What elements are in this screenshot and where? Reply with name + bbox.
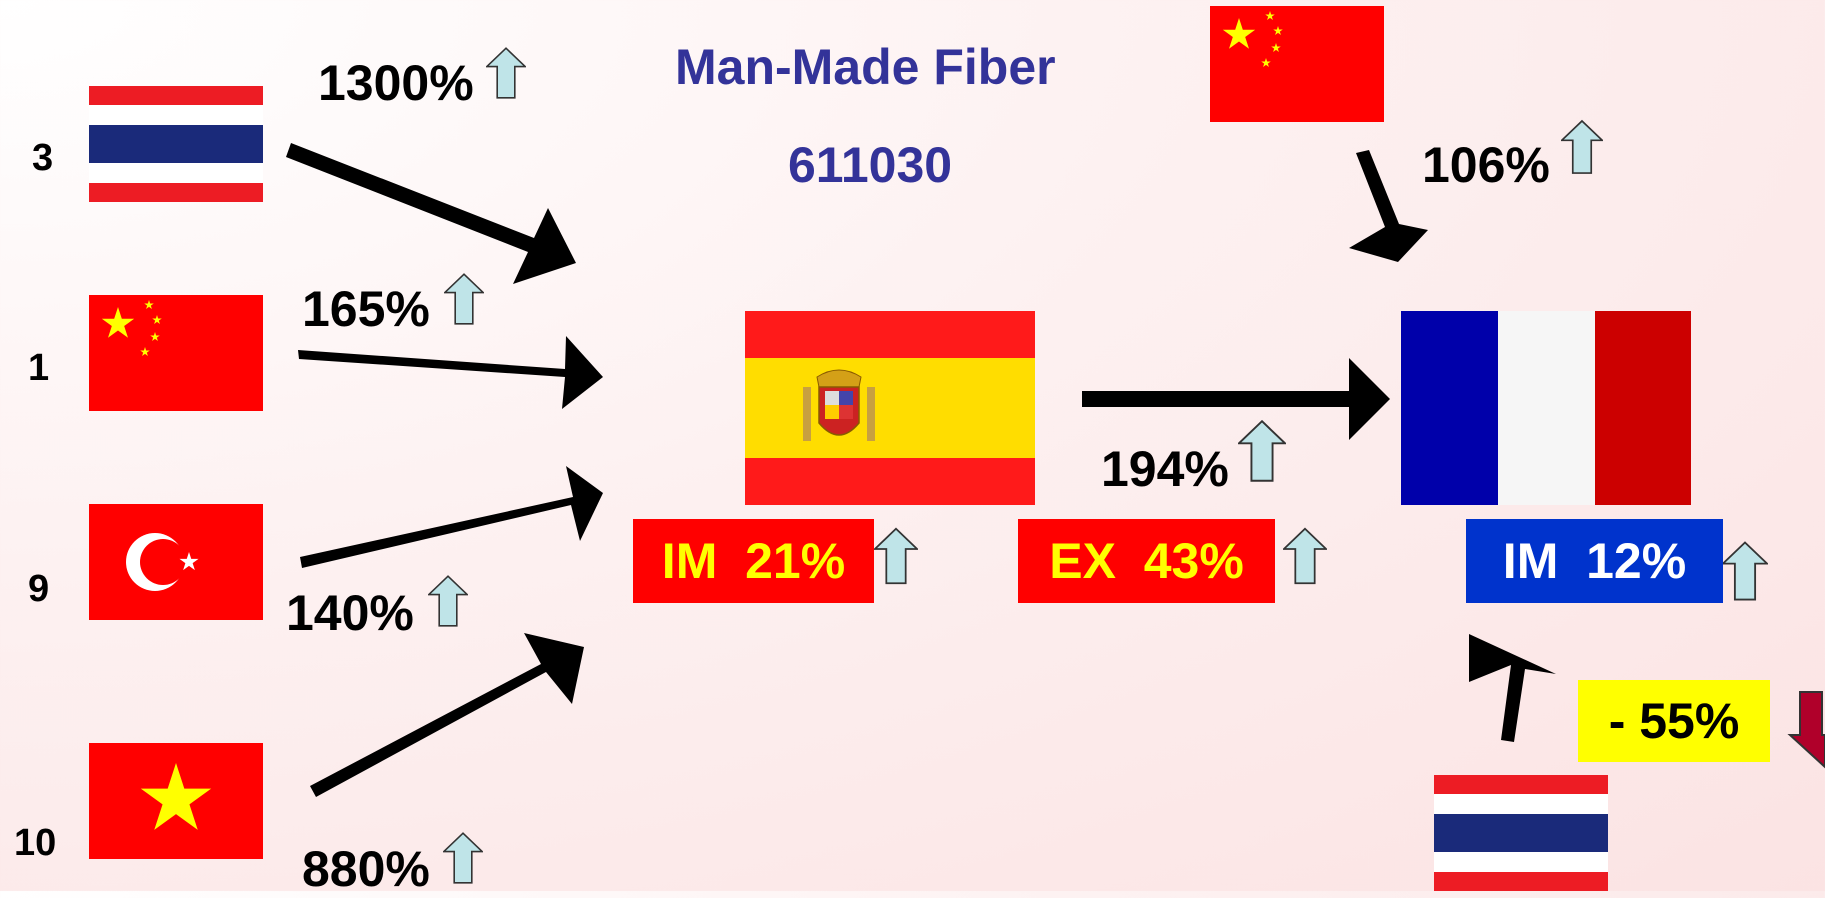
arrow-up-icon: [486, 47, 526, 99]
growth-vietnam-to-spain: 880%: [302, 841, 430, 897]
flow-arrow-turkey-spain: [300, 466, 603, 568]
flow-arrow-thailand-france: [1469, 634, 1556, 742]
arrow-up-icon: [444, 273, 484, 325]
flow-arrow-china-spain: [298, 336, 603, 409]
flag-thailand: [89, 86, 263, 202]
flag-spain: [745, 311, 1035, 505]
spain-export-badge: EX 43%: [1018, 519, 1275, 603]
chart-title: Man-Made Fiber: [675, 39, 1056, 95]
arrow-up-icon: [1561, 119, 1603, 175]
flag-china: [89, 295, 263, 411]
flag-france: [1401, 311, 1691, 505]
arrow-up-icon: [1238, 420, 1286, 482]
arrow-up-icon: [1283, 527, 1327, 585]
arrow-up-icon: [443, 832, 483, 884]
arrow-up-icon: [428, 575, 468, 627]
rank-label-thailand: 3: [32, 137, 54, 179]
france-import-badge: IM 12%: [1466, 519, 1723, 603]
rank-label-china: 1: [28, 347, 50, 389]
arrow-down-icon: [1787, 691, 1825, 769]
rank-label-vietnam: 10: [14, 822, 57, 864]
arrow-up-icon: [874, 527, 918, 585]
flow-arrow-spain-france: [1082, 358, 1390, 440]
flag-thailand-bottom: [1434, 775, 1608, 891]
growth-china-to-spain: 165%: [302, 281, 430, 337]
thailand-france-change-badge: - 55%: [1578, 680, 1770, 762]
flow-arrows: [286, 143, 1556, 797]
growth-spain-to-france: 194%: [1101, 441, 1229, 497]
growth-thailand-to-spain: 1300%: [318, 55, 474, 111]
arrow-up-icon: [1722, 541, 1768, 601]
flow-arrow-vietnam-spain: [310, 633, 584, 797]
growth-turkey-to-spain: 140%: [286, 585, 414, 641]
rank-label-turkey: 9: [28, 568, 50, 610]
flow-arrow-thailand-spain: [286, 143, 576, 284]
growth-china-to-france: 106%: [1422, 137, 1550, 193]
flag-vietnam: [89, 743, 263, 859]
flag-china-top: [1210, 6, 1384, 122]
flow-arrow-china-france: [1349, 150, 1428, 262]
flag-turkey: [89, 504, 263, 620]
product-code: 611030: [788, 137, 953, 193]
spain-import-badge: IM 21%: [633, 519, 874, 603]
